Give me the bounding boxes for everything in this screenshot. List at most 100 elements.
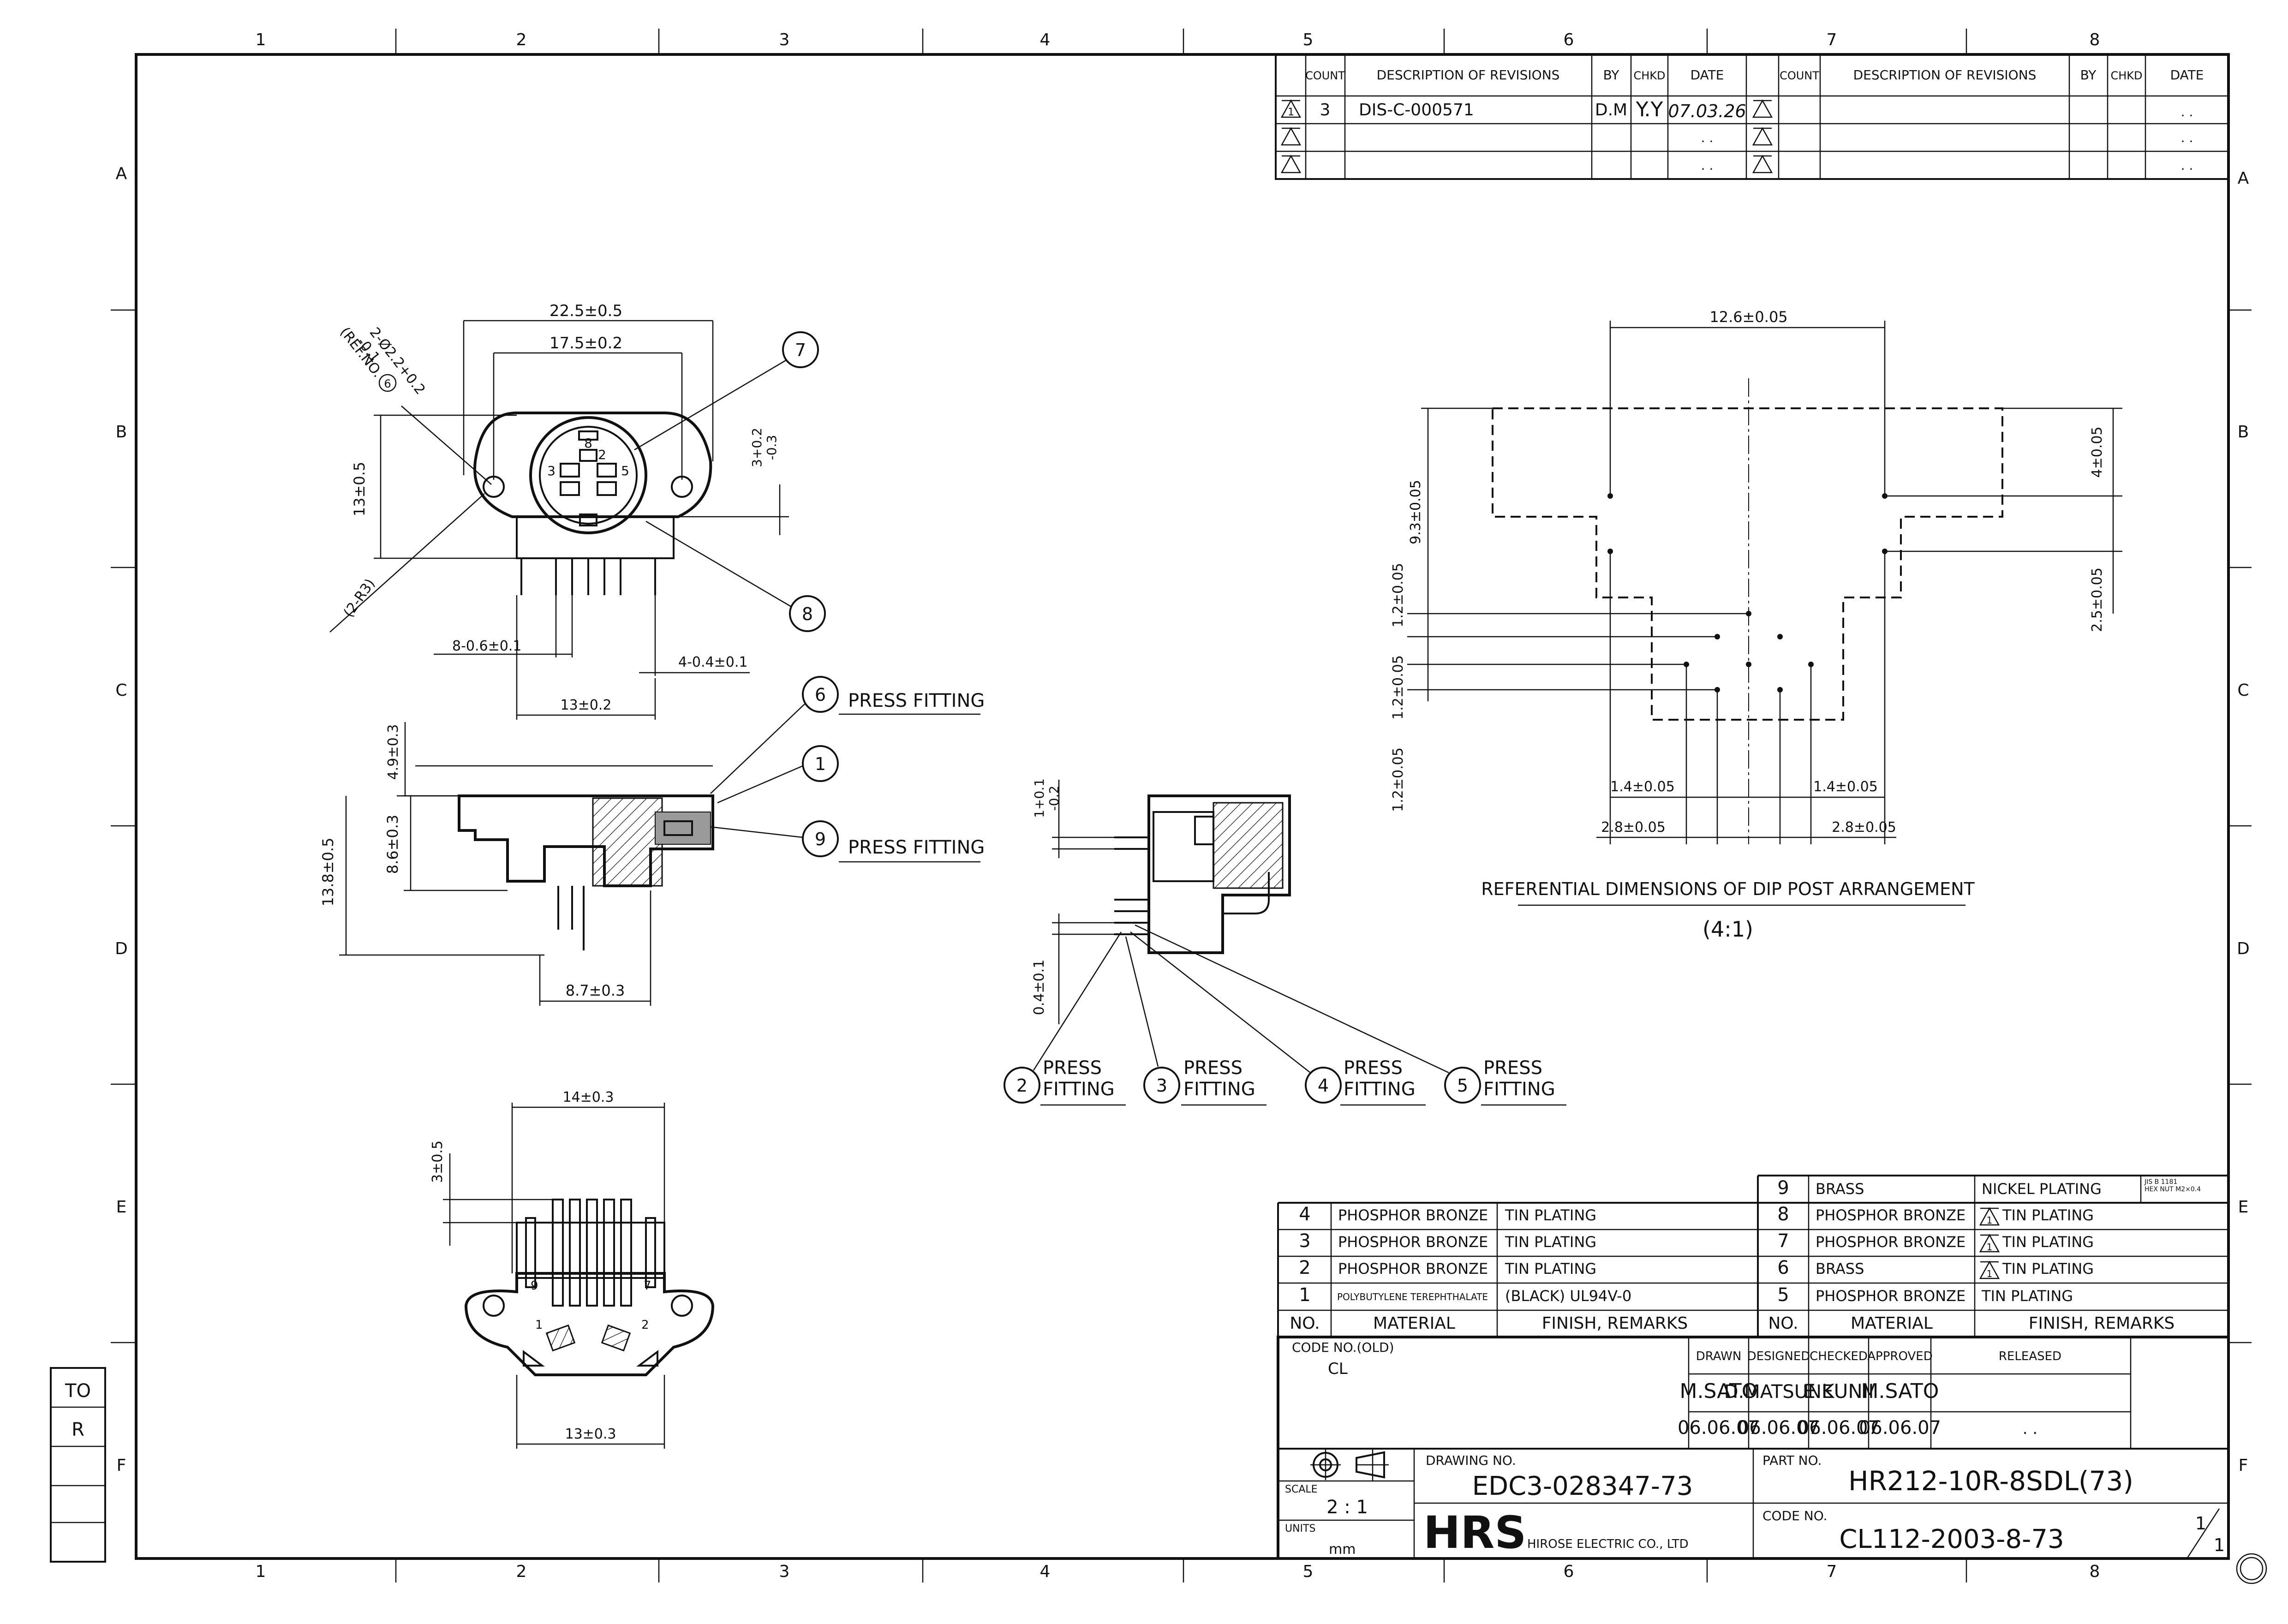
units-label: UNITS — [1285, 1523, 1315, 1534]
bom-left-no-4: 4 — [1299, 1204, 1310, 1225]
zone-row-A-right: A — [2238, 169, 2249, 188]
bom-right-no-7: 7 — [1777, 1230, 1789, 1252]
front-view: 3 2 5 8 22.5±0.5 17.5±0.2 13±0.5 3+0. — [329, 302, 789, 720]
callout-6-label: PRESS FITTING — [848, 690, 985, 711]
zone-row-C-right: C — [2237, 681, 2249, 700]
zone-row-F-right: F — [2239, 1456, 2248, 1475]
scale-value: 2 : 1 — [1326, 1497, 1368, 1518]
callout-9: 9 — [815, 829, 826, 849]
bottom-pin-1: 1 — [535, 1318, 543, 1332]
dim-side-mid: 8.6±0.3 — [384, 815, 401, 874]
bottom-pin-7: 7 — [644, 1279, 651, 1293]
zone-col-6-bottom: 6 — [1564, 1562, 1574, 1581]
dim-bottom-height: 3±0.5 — [430, 1140, 446, 1183]
zone-row-E-right: E — [2238, 1198, 2249, 1217]
dim-front-pins: 8-0.6±0.1 — [452, 638, 521, 654]
bottom-pins — [525, 1199, 656, 1307]
zone-col-1: 1 — [256, 30, 266, 49]
callout-7: 7 — [795, 340, 806, 360]
rev-row1-count: 3 — [1320, 101, 1331, 119]
dim-dip-right-bot: 2.5±0.05 — [2089, 567, 2105, 632]
bom-right-finish-8: TIN PLATING — [2002, 1206, 2094, 1224]
zone-ticks — [111, 29, 2252, 1582]
side-box: TO R — [50, 1367, 106, 1563]
pin-label-8: 8 — [584, 436, 592, 451]
bom-right-material-7: PHOSPHOR BRONZE — [1816, 1233, 1965, 1251]
zone-row-B: B — [116, 423, 127, 442]
rev-right-row3-date: . . — [2181, 158, 2193, 173]
rev-header-by-2: BY — [2080, 67, 2097, 83]
bom-right-header-finish: FINISH, REMARKS — [2029, 1314, 2175, 1333]
callout-4: 4 — [1318, 1075, 1329, 1096]
dim-side-top: 4.9±0.3 — [385, 724, 401, 780]
approval-approved-name: M.SATO — [1861, 1379, 1939, 1403]
bom-right-no-5: 5 — [1777, 1284, 1789, 1306]
bom-right-no-9: 9 — [1777, 1177, 1789, 1199]
approval-drawn-name: M.SATO — [1680, 1379, 1758, 1403]
rev-row1-desc: DIS-C-000571 — [1359, 101, 1474, 119]
title-block: CODE NO.(OLD) CL DRAWN M.SATO 06.06.07 D… — [1277, 1336, 2230, 1560]
approval-approved-date: 06.06.07 — [1859, 1417, 1941, 1439]
dim-bottom-width-top: 14±0.3 — [562, 1089, 614, 1105]
zone-row-F: F — [117, 1456, 126, 1475]
bom-left-material-3: PHOSPHOR BRONZE — [1338, 1233, 1488, 1251]
bom-left-no-2: 2 — [1299, 1257, 1310, 1278]
bom-right-no-8: 8 — [1777, 1204, 1789, 1225]
bom-right-material-6: BRASS — [1816, 1260, 1864, 1278]
bom-left-header-no: NO. — [1290, 1314, 1320, 1333]
zone-col-8: 8 — [2090, 30, 2100, 49]
rev-header-chkd-2: CHKD — [2110, 69, 2142, 82]
part-no-label: PART NO. — [1762, 1453, 1822, 1468]
bom-left-material-4: PHOSPHOR BRONZE — [1338, 1206, 1488, 1224]
dim-dip-left-2: 2.8±0.05 — [1601, 819, 1666, 836]
rev-header-desc-2: DESCRIPTION OF REVISIONS — [1853, 67, 2037, 83]
approval-released-date: . . — [2023, 1420, 2037, 1438]
zone-col-6: 6 — [1564, 30, 1574, 49]
code-no-old: CL — [1328, 1360, 1348, 1378]
code-no-label: CODE NO. — [1762, 1508, 1828, 1523]
dim-front-width-outer: 22.5±0.5 — [550, 302, 622, 320]
bom-right-finish-9: NICKEL PLATING — [1982, 1180, 2102, 1198]
mid-view: 1+0.1-0.2 0.4±0.1 — [1031, 778, 1291, 1024]
bom-left-finish-4: TIN PLATING — [1505, 1206, 1596, 1224]
dip-posts — [1607, 493, 1888, 693]
rev-header-desc: DESCRIPTION OF REVISIONS — [1377, 67, 1560, 83]
callout-6: 6 — [815, 685, 826, 705]
dim-dip-total-height: 9.3±0.05 — [1408, 480, 1424, 544]
dim-mid-pin: 0.4±0.1 — [1031, 960, 1047, 1015]
bom-left-header-material: MATERIAL — [1373, 1314, 1455, 1333]
rev-header-date: DATE — [1691, 67, 1724, 83]
dim-dip-right-2: 2.8±0.05 — [1832, 819, 1896, 836]
bom-right-rev-7: 1 — [1987, 1242, 1993, 1253]
bom-left-rows: 4 PHOSPHOR BRONZE TIN PLATING 3 PHOSPHOR… — [1290, 1204, 1688, 1333]
rev-header-count-2: COUNT — [1780, 69, 1819, 82]
side-view: 13.8±0.5 8.6±0.3 4.9±0.3 8.7±0.3 — [319, 722, 714, 1006]
approval-approved-role: APPROVED — [1867, 1349, 1932, 1363]
bom-left-header-finish: FINISH, REMARKS — [1542, 1314, 1688, 1333]
part-no: HR212-10R-8SDL(73) — [1848, 1465, 2133, 1497]
bom-right-rev-6: 1 — [1987, 1268, 1993, 1279]
rev-row1-by: D.M — [1595, 101, 1627, 119]
rev-right-row1-date: . . — [2181, 104, 2193, 119]
zone-col-3-bottom: 3 — [779, 1562, 790, 1581]
bottom-pin-2: 2 — [641, 1318, 649, 1332]
rev-row1-date: 07.03.26 — [1668, 101, 1746, 121]
bom-left-no-1: 1 — [1299, 1284, 1310, 1306]
bom-right-finish-6: TIN PLATING — [2002, 1260, 2094, 1278]
dim-dip-right-1: 1.4±0.05 — [1813, 779, 1878, 795]
approval-checked-role: CHECKED — [1810, 1349, 1868, 1363]
rev-header-by: BY — [1603, 67, 1620, 83]
side-box-line2: R — [72, 1419, 84, 1440]
bom-right-finish-7: TIN PLATING — [2002, 1233, 2094, 1251]
bom-table: 4 PHOSPHOR BRONZE TIN PLATING 3 PHOSPHOR… — [1277, 1175, 2228, 1338]
dim-side-depth: 8.7±0.3 — [566, 982, 625, 999]
zone-col-8-bottom: 8 — [2090, 1562, 2100, 1581]
dim-front-width-inner: 17.5±0.2 — [550, 334, 622, 352]
approval-released-role: RELEASED — [1999, 1349, 2061, 1363]
zone-col-4-bottom: 4 — [1040, 1562, 1051, 1581]
dim-front-pegs: 4-0.4±0.1 — [678, 654, 747, 670]
